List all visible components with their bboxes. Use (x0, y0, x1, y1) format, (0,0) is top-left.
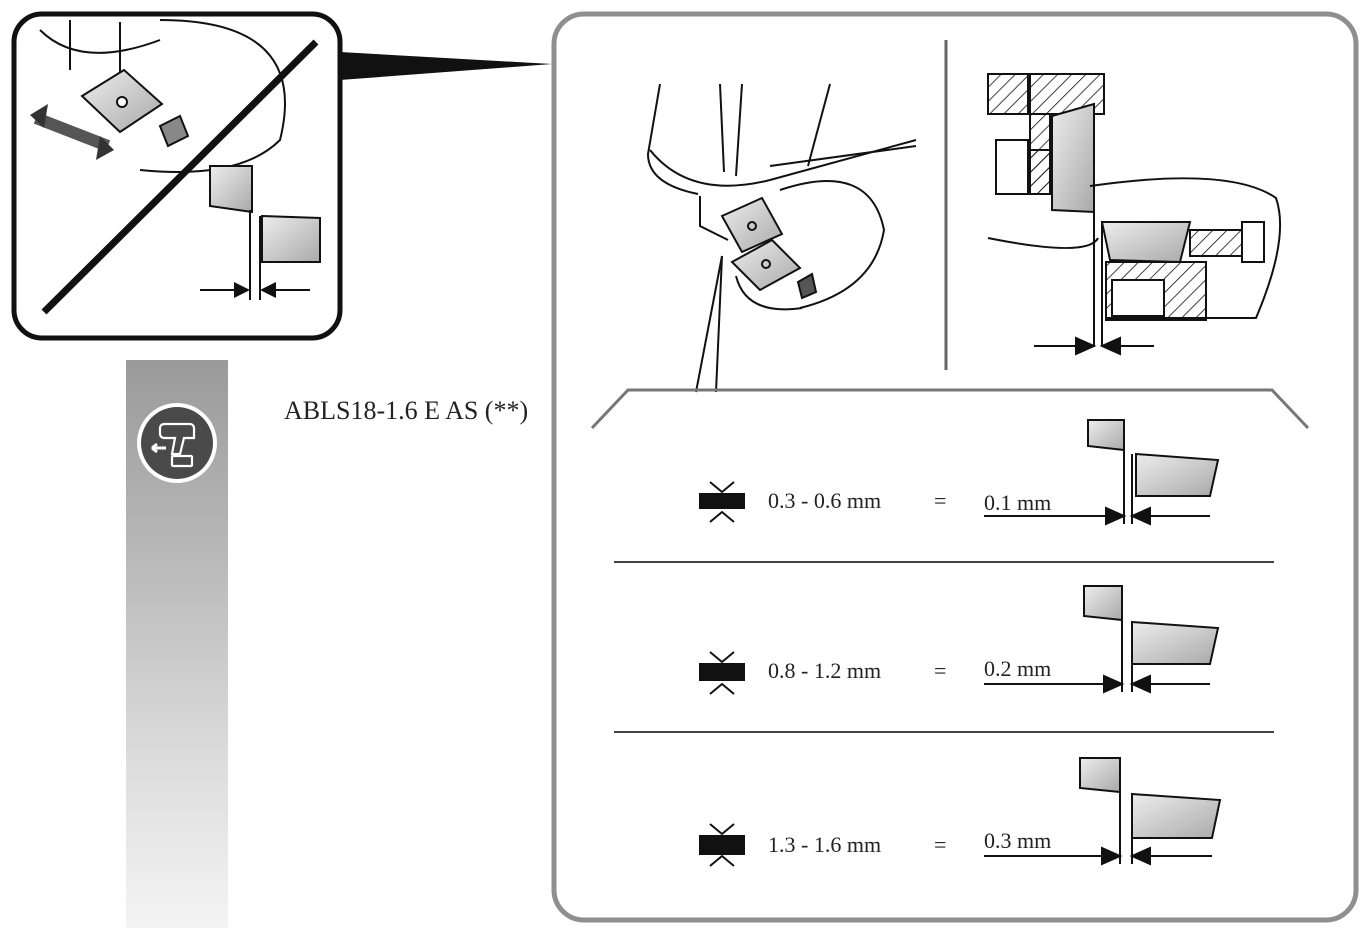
thickness-range-1: 0.3 - 0.6 mm (768, 488, 882, 513)
section-view-illustration (987, 73, 1282, 356)
material-thickness-icon (699, 651, 745, 695)
blade-gap-2: 0.2 mm (984, 656, 1052, 681)
row-1-graphics (699, 419, 1220, 526)
equals-sign-3: = (934, 832, 947, 857)
blade-gap-1: 0.1 mm (984, 490, 1052, 515)
prohibited-slash-icon (41, 39, 319, 315)
material-thickness-icon (699, 481, 745, 523)
thickness-range-2: 0.8 - 1.2 mm (768, 658, 882, 683)
row-3-graphics (699, 757, 1222, 867)
cutter-head-illustration (646, 83, 917, 393)
model-label: ABLS18-1.6 E AS (**) (284, 396, 529, 425)
blade-gap-3: 0.3 mm (984, 828, 1052, 853)
cordless-tool-battery-remove-icon (136, 402, 218, 484)
equals-sign-1: = (934, 488, 947, 513)
prohibited-inset (11, 11, 343, 341)
material-thickness-icon (699, 823, 745, 867)
thickness-range-3: 1.3 - 1.6 mm (768, 832, 882, 857)
row-2-graphics (699, 585, 1220, 695)
equals-sign-2: = (934, 658, 947, 683)
